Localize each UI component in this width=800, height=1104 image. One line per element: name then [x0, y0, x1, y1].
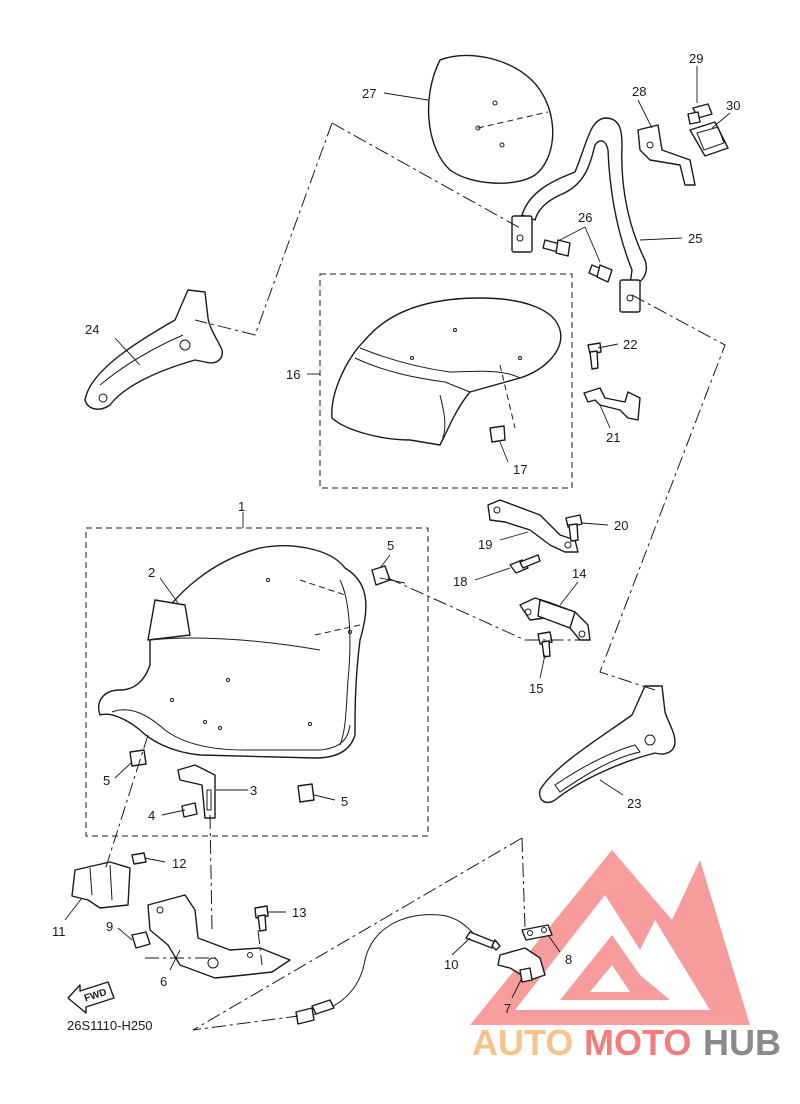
part-16-passenger-seat — [331, 297, 562, 446]
callout-28: 28 — [632, 84, 646, 99]
watermark-auto: AUTO — [472, 1022, 573, 1063]
callout-5-top: 5 — [387, 538, 394, 553]
callout-numbers: 1 2 3 4 5 5 5 6 7 8 9 10 11 12 13 14 15 … — [52, 51, 740, 1016]
callout-23: 23 — [627, 796, 641, 811]
part-16-group-box — [319, 273, 573, 489]
part-18-bolt — [509, 554, 541, 574]
callout-27: 27 — [362, 86, 376, 101]
part-11-bracket — [71, 861, 131, 909]
part-5-damper-top — [371, 565, 391, 586]
part-28-bracket — [637, 124, 696, 186]
callout-6: 6 — [160, 974, 167, 989]
part-5-damper-left — [129, 749, 147, 767]
watermark-text: AUTO MOTO HUB — [472, 1022, 781, 1063]
callout-13: 13 — [292, 905, 306, 920]
assembly-lines — [104, 122, 726, 1031]
part-22-bolt — [587, 342, 602, 370]
part-4-nut — [181, 802, 198, 818]
part-1-group-box — [85, 527, 429, 837]
callout-11: 11 — [52, 924, 66, 939]
part-5-damper-right — [297, 783, 315, 803]
callout-25: 25 — [688, 231, 702, 246]
part-12-bolt — [131, 852, 147, 865]
part-19-bracket — [487, 499, 579, 553]
watermark-moto: MOTO — [584, 1022, 691, 1063]
part-10-cable — [295, 914, 501, 1025]
callout-4: 4 — [148, 808, 155, 823]
part-9-nut — [131, 931, 151, 949]
watermark-hub: HUB — [703, 1022, 781, 1063]
part-25-backrest-bar — [511, 117, 647, 313]
callout-7: 7 — [504, 1001, 511, 1016]
callout-1: 1 — [238, 499, 245, 514]
callout-18: 18 — [453, 574, 467, 589]
callout-leaders — [64, 66, 731, 999]
part-17-grommet — [489, 425, 506, 443]
part-29-bolt — [687, 103, 713, 125]
callout-9: 9 — [106, 919, 113, 934]
callout-14: 14 — [572, 566, 586, 581]
part-27-backrest-pad — [427, 54, 554, 184]
part-7-latch — [497, 947, 546, 983]
part-21-bracket — [583, 387, 641, 421]
part-23-side-plate — [538, 685, 676, 804]
callout-20: 20 — [614, 518, 628, 533]
callout-16: 16 — [286, 367, 300, 382]
callout-15: 15 — [529, 681, 543, 696]
fwd-arrow-icon: FWD — [67, 981, 115, 1014]
part-1-rider-seat — [98, 545, 367, 759]
part-26-bolts — [542, 239, 613, 283]
part-24-side-plate — [84, 289, 223, 410]
callout-30: 30 — [726, 98, 740, 113]
callout-26: 26 — [578, 210, 592, 225]
callout-24: 24 — [85, 322, 99, 337]
callout-12: 12 — [172, 856, 186, 871]
watermark-logo — [470, 850, 750, 1025]
part-14-bracket — [519, 597, 591, 641]
part-13-bolt — [254, 905, 269, 932]
callout-17: 17 — [513, 462, 527, 477]
callout-29: 29 — [689, 51, 703, 66]
callout-5-left: 5 — [103, 773, 110, 788]
callout-10: 10 — [444, 957, 458, 972]
part-15-bolt — [537, 631, 553, 658]
callout-8: 8 — [565, 952, 572, 967]
diagram-code: 26S1110-H250 — [67, 1018, 153, 1033]
part-6-latch-plate — [147, 894, 291, 979]
callout-5-right: 5 — [341, 794, 348, 809]
callout-19: 19 — [478, 537, 492, 552]
callout-22: 22 — [623, 337, 637, 352]
part-30-clamp — [689, 121, 729, 157]
part-8-plate — [521, 924, 553, 941]
part-20-bolt — [565, 514, 583, 542]
callout-21: 21 — [606, 430, 620, 445]
callout-2: 2 — [148, 565, 155, 580]
callout-3: 3 — [250, 783, 257, 798]
